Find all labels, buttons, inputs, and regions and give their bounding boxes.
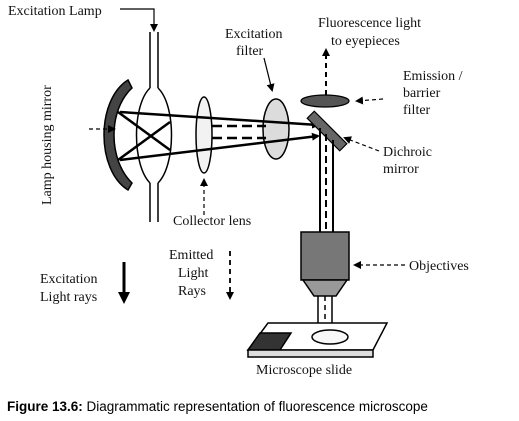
collector-lens-shape	[195, 96, 213, 174]
figure-caption-prefix: Figure 13.6:	[7, 399, 83, 414]
emission-filter-label-line1: Emission /	[403, 69, 463, 84]
excitation-filter-label-line1: Excitation	[225, 27, 283, 42]
excitation-lamp-label: Excitation Lamp	[8, 4, 102, 19]
emitted-rays-legend-line3: Rays	[178, 284, 206, 299]
objectives-label: Objectives	[409, 259, 469, 274]
dichroic-mirror-label-line2: mirror	[383, 162, 419, 177]
excitation-light-beams	[117, 110, 320, 162]
lamp-housing-mirror-shape	[103, 78, 133, 192]
excitation-lamp-bulb	[135, 32, 173, 222]
excitation-filter-shape	[262, 98, 290, 160]
vertical-light-path	[319, 48, 334, 232]
figure-caption-text: Diagrammatic representation of fluoresce…	[83, 399, 428, 414]
excitation-rays-legend-line2: Light rays	[40, 290, 97, 305]
emission-filter-label-line3: filter	[403, 103, 431, 118]
microscope-slide-shape	[246, 322, 389, 358]
emission-filter-shape	[300, 94, 350, 108]
pointer-arrows	[89, 8, 405, 269]
dichroic-mirror-label-line1: Dichroic	[383, 145, 432, 160]
figure-caption: Figure 13.6: Diagrammatic representation…	[7, 399, 428, 414]
emission-filter-label-line2: barrier	[403, 86, 441, 101]
excitation-filter-label-line2: filter	[236, 44, 264, 59]
dichroic-mirror-shape	[306, 110, 348, 152]
fluorescence-label-line2: to eyepieces	[331, 34, 400, 49]
collector-lens-label: Collector lens	[173, 214, 251, 229]
excitation-rays-legend-line1: Excitation	[40, 272, 98, 287]
fluorescence-label-line1: Fluorescence light	[318, 16, 421, 31]
lamp-housing-mirror-label: Lamp housing mirror	[40, 85, 55, 205]
microscope-slide-label: Microscope slide	[256, 363, 352, 378]
emitted-rays-legend-line1: Emitted	[169, 248, 213, 263]
emitted-rays-legend-line2: Light	[178, 266, 208, 281]
